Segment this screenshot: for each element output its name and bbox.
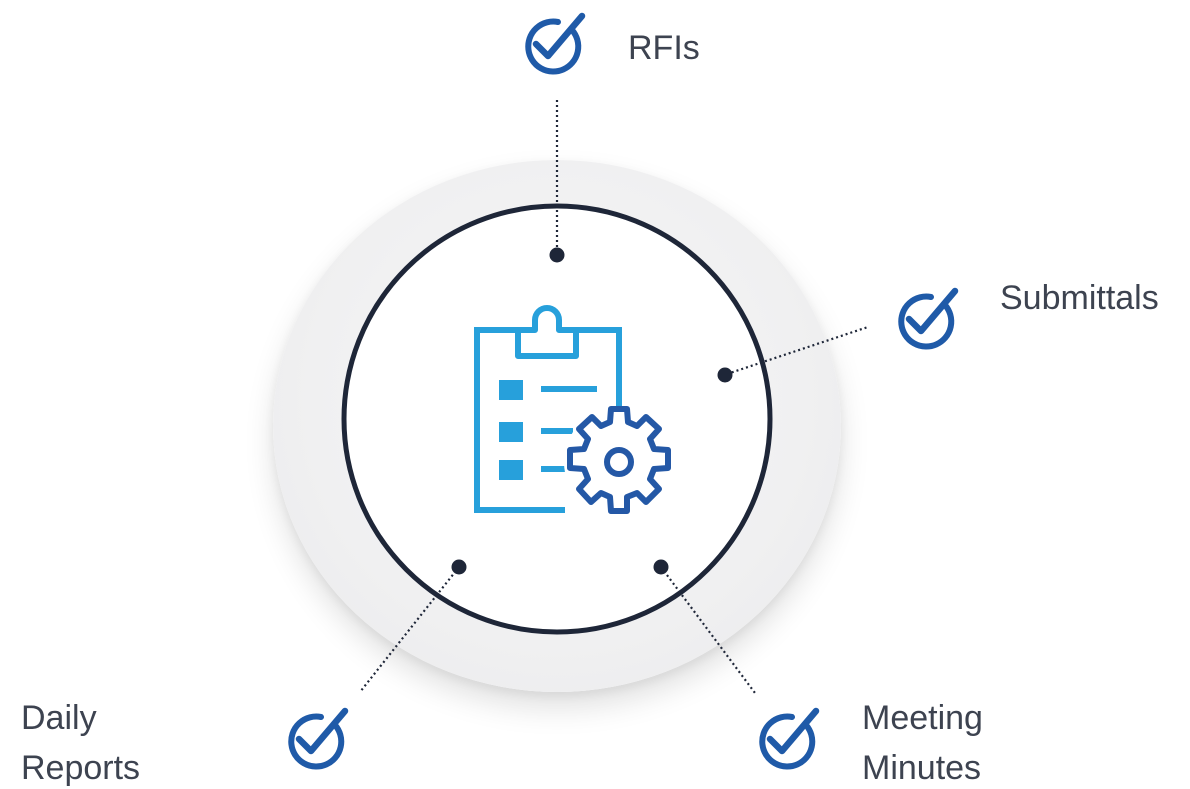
label-rfis-line: RFIs bbox=[628, 29, 700, 67]
label-daily-reports-line-1: Daily bbox=[21, 699, 97, 737]
label-meeting-minutes-line-2: Minutes bbox=[862, 749, 982, 787]
main-circle bbox=[341, 203, 773, 635]
clipboard-gear-icon bbox=[474, 305, 674, 517]
label-submittals: Submittals bbox=[1000, 273, 1159, 323]
check-circle-icon bbox=[525, 12, 586, 75]
check-circle-icon bbox=[288, 707, 349, 770]
dot-meeting-minutes bbox=[653, 559, 669, 575]
label-daily-reports-line-2: Reports bbox=[21, 749, 141, 787]
check-circle-icon bbox=[759, 707, 820, 770]
connector-meeting-minutes bbox=[660, 566, 756, 694]
dot-rfis bbox=[549, 247, 565, 263]
label-meeting-minutes: Meeting Minutes bbox=[862, 693, 983, 789]
label-submittals-line: Submittals bbox=[1000, 279, 1159, 317]
check-circle-icon bbox=[898, 287, 959, 350]
label-daily-reports: Daily Reports bbox=[21, 693, 140, 789]
label-rfis: RFIs bbox=[628, 23, 700, 73]
label-meeting-minutes-line-1: Meeting bbox=[862, 699, 983, 737]
dot-submittals bbox=[717, 367, 733, 383]
dot-daily-reports bbox=[451, 559, 467, 575]
connector-daily-reports bbox=[359, 566, 460, 693]
